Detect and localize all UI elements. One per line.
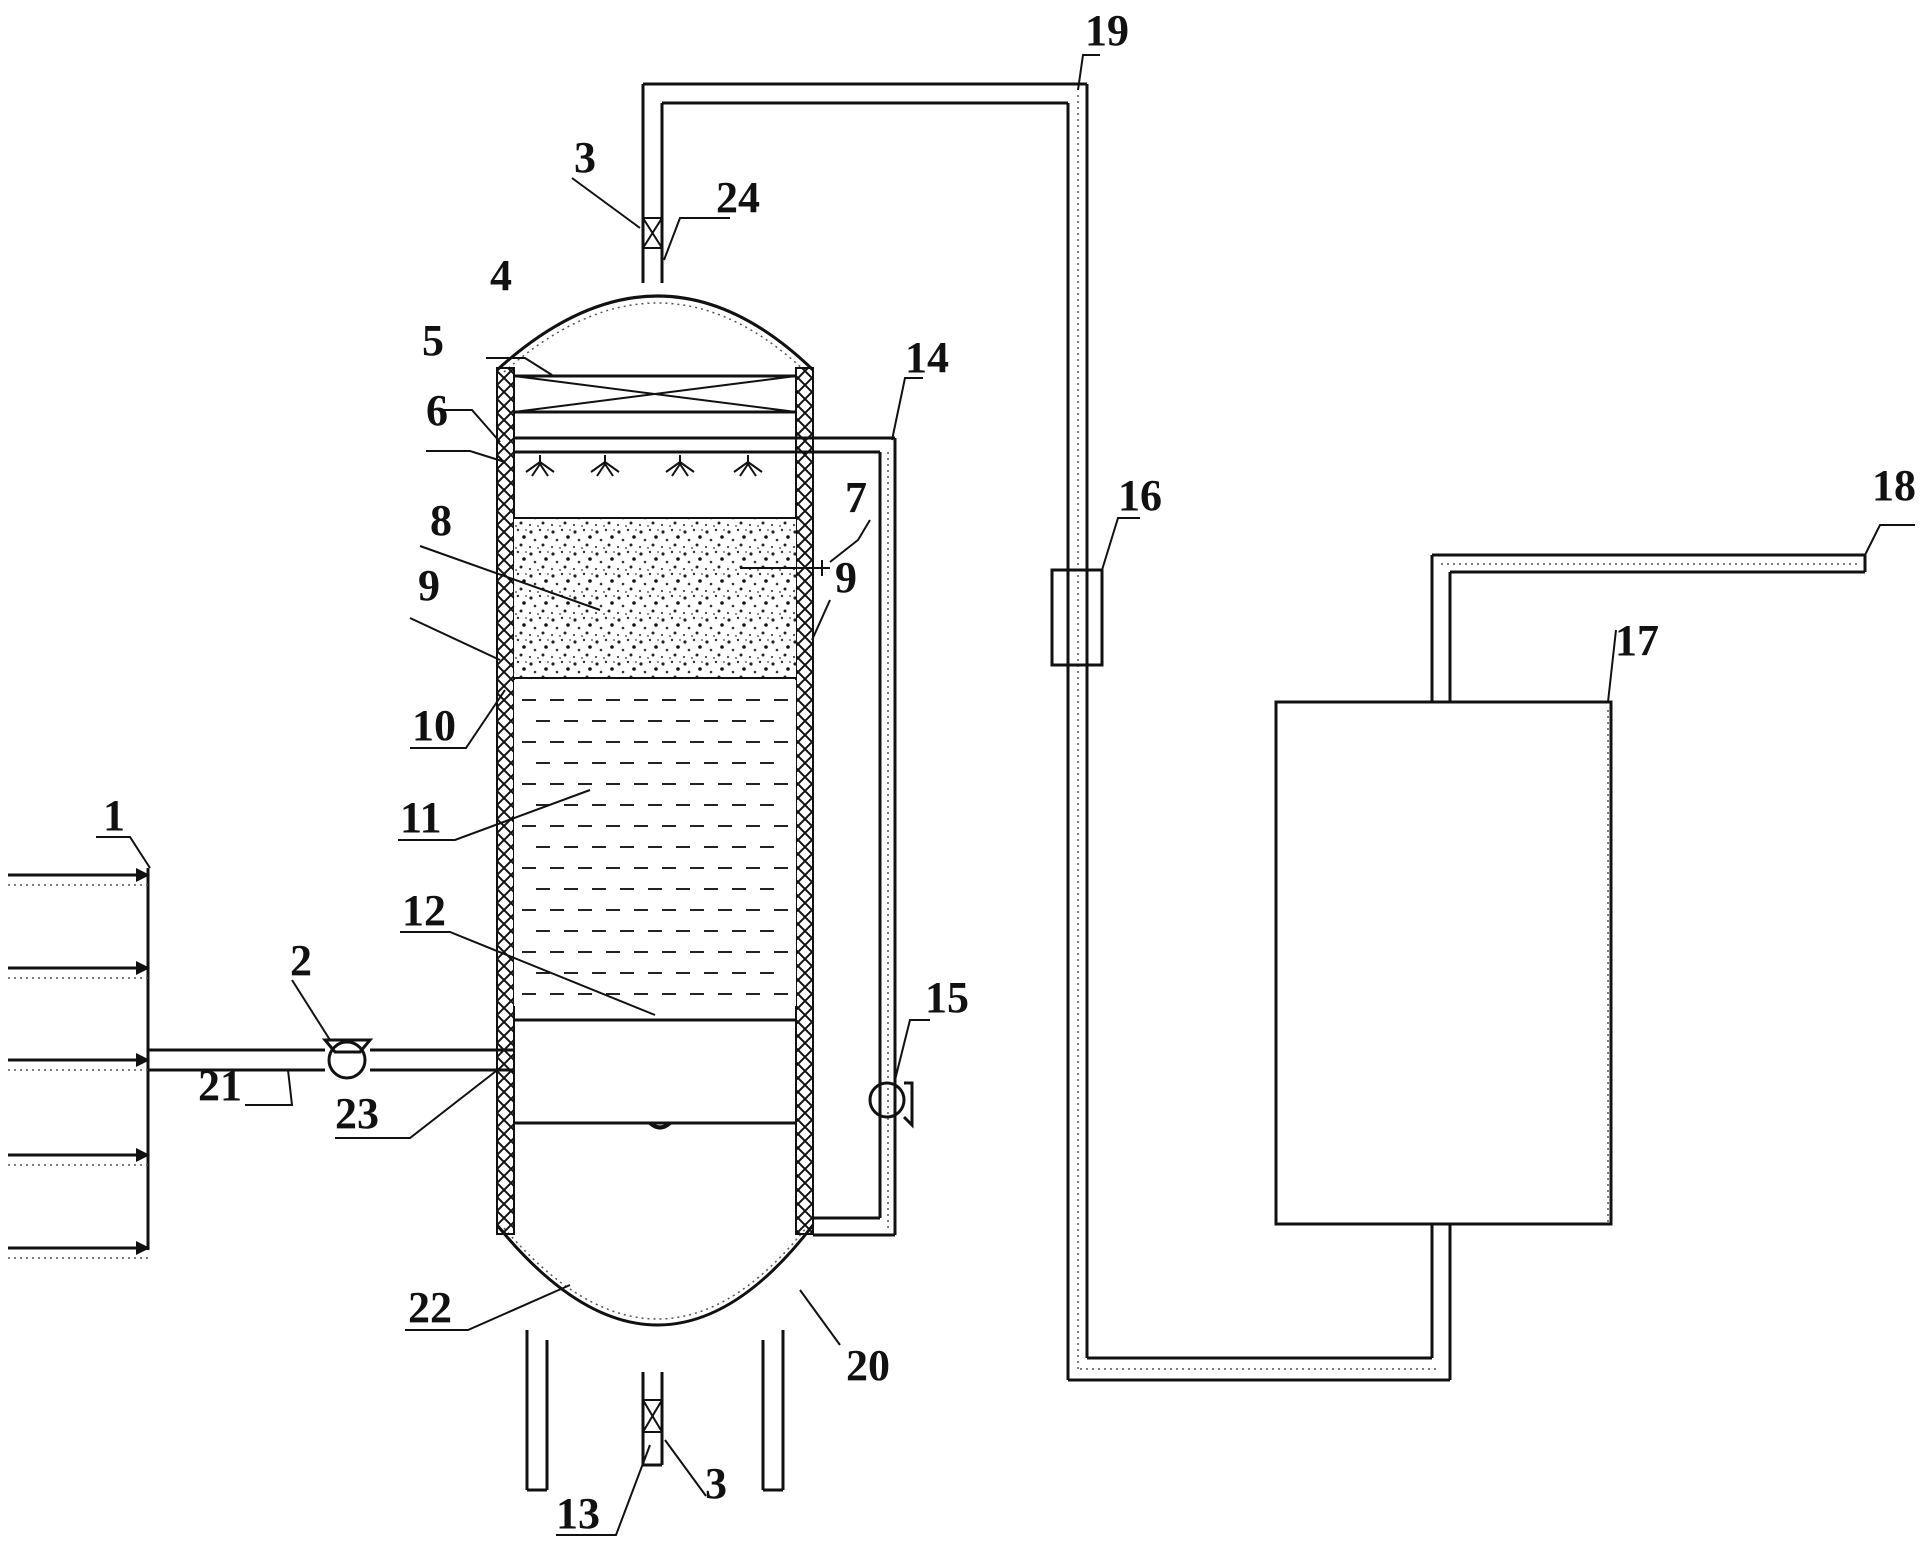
insulation-left xyxy=(496,367,515,1235)
label-8: 8 xyxy=(430,496,452,545)
label-15: 15 xyxy=(925,973,969,1022)
support-legs xyxy=(525,1330,785,1492)
label-19: 19 xyxy=(1085,6,1129,55)
top-outlet xyxy=(641,84,664,283)
leader-lines xyxy=(96,54,1915,1536)
temperature-probe xyxy=(740,560,830,576)
label-3-top: 3 xyxy=(574,133,596,182)
insulation-right xyxy=(795,367,814,1235)
packing-bed xyxy=(514,518,796,678)
label-3-bottom: 3 xyxy=(705,1459,727,1508)
bottom-drain xyxy=(641,1372,664,1467)
label-2: 2 xyxy=(290,936,312,985)
demister xyxy=(513,374,797,414)
label-22: 22 xyxy=(408,1283,452,1332)
feed-pump xyxy=(321,1038,374,1080)
feed-pipe xyxy=(148,1048,502,1072)
label-18: 18 xyxy=(1872,461,1916,510)
liquid-dashes xyxy=(522,699,788,995)
part-labels: 1 2 3 24 4 5 6 7 8 9 9 10 11 12 14 15 16… xyxy=(103,6,1916,1538)
label-24: 24 xyxy=(716,173,760,222)
label-4: 4 xyxy=(490,251,512,300)
label-9-right: 9 xyxy=(835,553,857,602)
label-9-left: 9 xyxy=(418,561,440,610)
inlet-manifold xyxy=(8,868,150,1259)
label-12: 12 xyxy=(402,886,446,935)
label-11: 11 xyxy=(400,793,442,842)
spray-nozzles xyxy=(525,455,763,477)
label-23: 23 xyxy=(335,1089,379,1138)
label-5: 5 xyxy=(422,316,444,365)
spray-header xyxy=(514,436,800,454)
label-10: 10 xyxy=(412,701,456,750)
recirculation-pump xyxy=(868,1081,914,1129)
label-6: 6 xyxy=(426,386,448,435)
storage-tank xyxy=(1274,553,1867,1380)
recirculation-loop xyxy=(800,436,897,1237)
reactor-vessel xyxy=(495,84,830,1492)
gas-line xyxy=(643,82,1450,1382)
label-14: 14 xyxy=(905,333,949,382)
label-17: 17 xyxy=(1615,616,1659,665)
meter-16 xyxy=(1050,568,1104,667)
label-20: 20 xyxy=(846,1341,890,1390)
label-1: 1 xyxy=(103,791,125,840)
label-21: 21 xyxy=(198,1061,242,1110)
label-13: 13 xyxy=(556,1489,600,1538)
liquid-layer xyxy=(514,680,796,1006)
label-7: 7 xyxy=(845,473,867,522)
label-16: 16 xyxy=(1118,471,1162,520)
